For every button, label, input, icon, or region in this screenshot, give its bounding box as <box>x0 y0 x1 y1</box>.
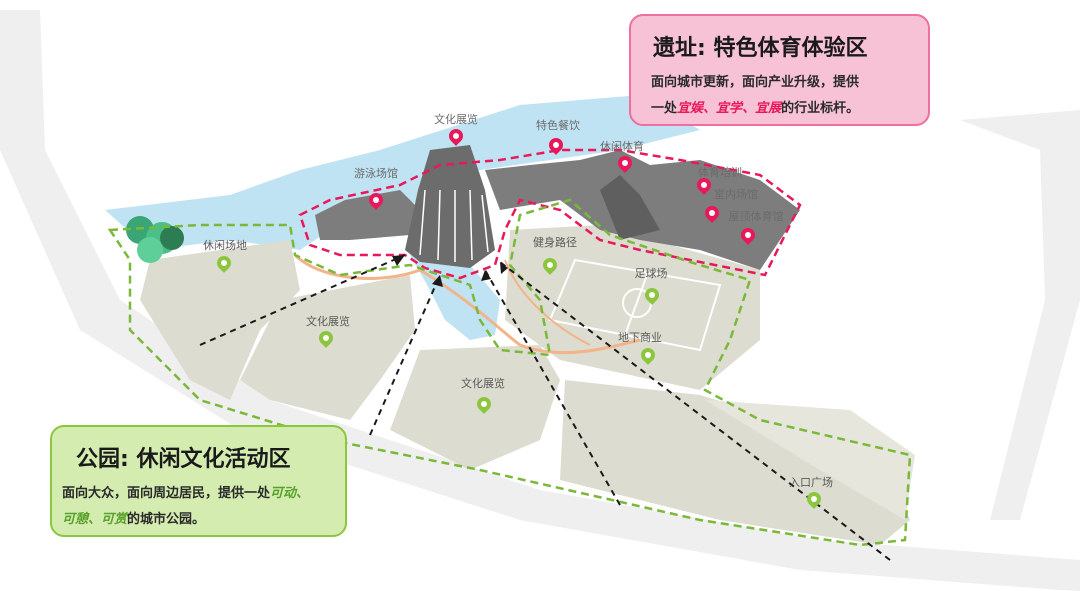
marker-label-soccer-field: 足球场 <box>634 267 668 280</box>
marker-label-leisure-ground: 休闲场地 <box>203 239 247 252</box>
sightline-arrows <box>199 254 891 561</box>
parcel-far-se <box>705 400 915 520</box>
parcel-south <box>390 345 560 470</box>
parcel-se <box>560 380 910 545</box>
parcel-mid <box>240 275 415 420</box>
heritage-zone-title: 遗址: 特色体育体验区 <box>653 36 868 61</box>
marker-label-culture-exhibit: 文化展览 <box>434 113 478 126</box>
marker-label-culture-exhibit-west: 文化展览 <box>306 315 350 328</box>
marker-label-feature-dining: 特色餐饮 <box>536 119 580 132</box>
marker-label-rooftop-stadium: 屋顶体育馆 <box>728 210 784 223</box>
marker-label-indoor-venue: 室内场馆 <box>714 188 758 201</box>
park-zone-title: 公园: 休闲文化活动区 <box>76 447 291 472</box>
lake <box>105 95 700 250</box>
tower-stripes <box>419 189 489 262</box>
park-zone-callout: 公园: 休闲文化活动区 面向大众，面向周边居民，提供一处可动、 可憩、可赏的城市… <box>50 425 347 537</box>
heritage-zone-boundary <box>298 148 802 280</box>
heritage-buildings <box>315 145 800 270</box>
tree-cluster-icon <box>126 216 184 263</box>
marker-label-culture-exhibit-south: 文化展览 <box>461 377 505 390</box>
heritage-zone-description: 面向城市更新，面向产业升级，提供 一处宜娱、宜学、宜展的行业标杆。 <box>651 75 860 116</box>
marker-label-entrance-plaza: 入口广场 <box>789 476 833 489</box>
marker-label-leisure-sports: 休闲体育 <box>600 140 644 153</box>
arrow-heads <box>392 255 508 287</box>
park-zone-boundary <box>107 198 912 547</box>
parcel-west <box>140 240 300 400</box>
marker-label-sports-training: 体育培训 <box>698 166 742 179</box>
right-road <box>960 110 1080 520</box>
heritage-zone-callout: 遗址: 特色体育体验区 面向城市更新，面向产业升级，提供 一处宜娱、宜学、宜展的… <box>629 14 930 126</box>
marker-label-fitness-path: 健身路径 <box>533 236 577 249</box>
park-zone-description: 面向大众，面向周边居民，提供一处可动、 可憩、可赏的城市公园。 <box>62 486 310 527</box>
marker-label-underground-retail: 地下商业 <box>618 331 662 344</box>
marker-label-swimming: 游泳场馆 <box>354 167 398 180</box>
